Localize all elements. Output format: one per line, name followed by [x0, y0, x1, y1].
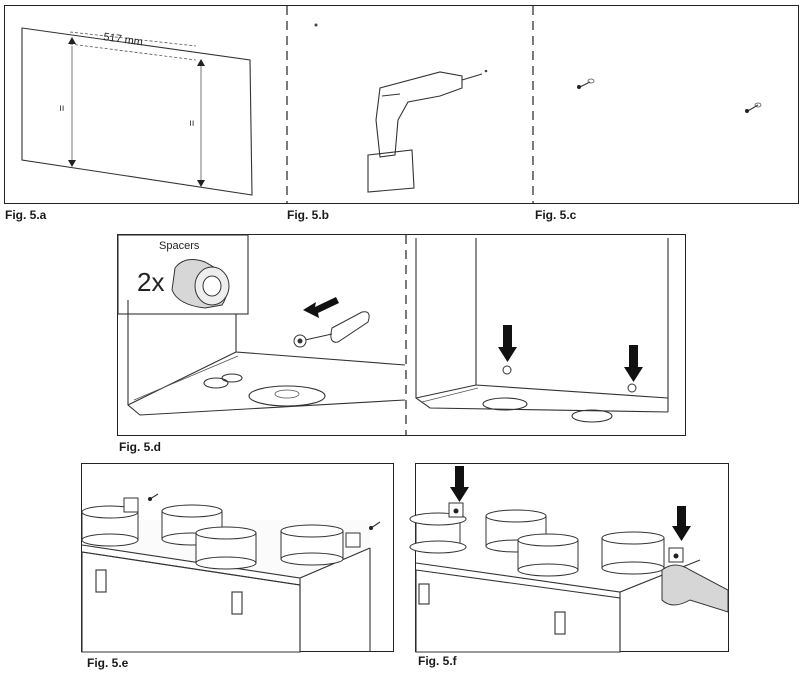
figure-caption-5b: Fig. 5.b [287, 208, 329, 222]
figure-caption-5e: Fig. 5.e [87, 656, 129, 670]
left-arrow-icon [303, 297, 339, 318]
figure-caption-5f: Fig. 5.f [418, 654, 457, 668]
spacer-inset-title: Spacers [159, 240, 200, 252]
screw-icon [123, 493, 381, 548]
wall-panel-drawing [21, 27, 253, 196]
unit-box-right [415, 238, 669, 423]
drill-icon [314, 23, 488, 193]
unit-box-left [127, 300, 406, 416]
dimension-label: 517 mm [103, 31, 144, 48]
unit-top-5f [409, 502, 701, 653]
screwdriver-icon [661, 564, 729, 613]
screwdriver-icon [293, 311, 370, 348]
down-arrow-icon [450, 466, 691, 541]
spacer-inset-count: 2x [137, 267, 165, 297]
figure-caption-5c: Fig. 5.c [535, 208, 577, 222]
unit-top-5e [81, 504, 371, 653]
figure-caption-5a: Fig. 5.a [5, 208, 47, 222]
wall-plug-icon [577, 78, 762, 113]
spacer-icon [171, 259, 230, 309]
down-arrow-icon [498, 325, 643, 382]
equal-mark-left: = [55, 105, 67, 111]
equal-mark-right: = [185, 120, 197, 126]
figure-panel-top-row [4, 5, 799, 204]
figure-caption-5d: Fig. 5.d [119, 440, 161, 454]
spacer-inset [117, 234, 249, 315]
